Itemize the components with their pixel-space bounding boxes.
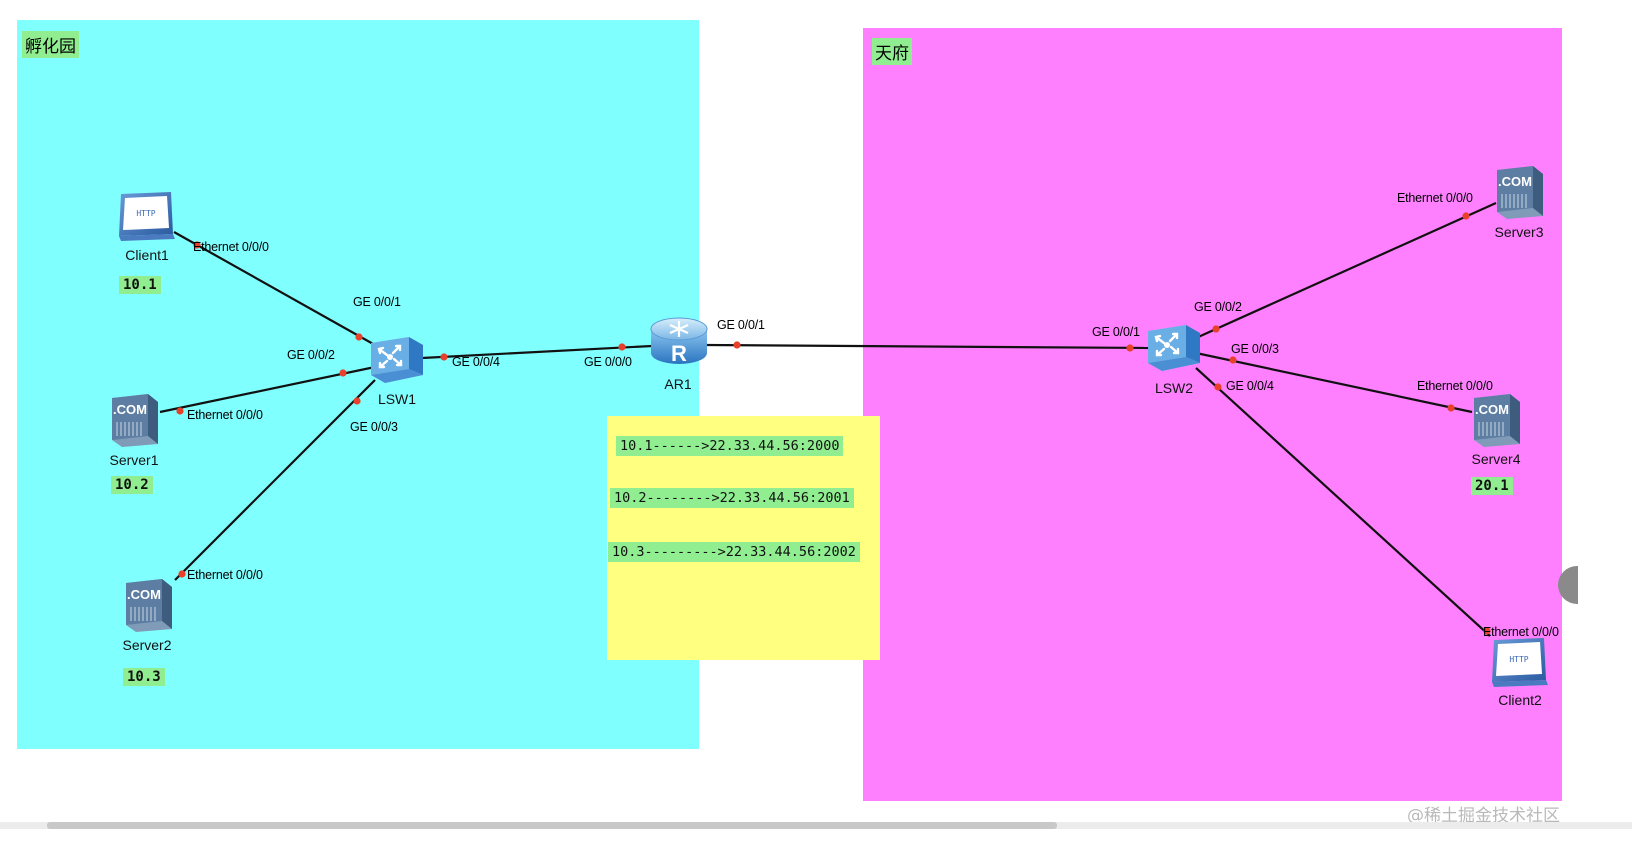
com-server-icon: .COM (1497, 166, 1543, 219)
ip-label-server2: 10.3 (123, 668, 165, 686)
device-label-client2: Client2 (1498, 692, 1542, 708)
device-label-ar1: AR1 (664, 376, 692, 392)
device-lsw2[interactable] (1146, 321, 1202, 373)
nat-mapping-1: 10.1------>22.33.44.56:2000 (616, 436, 844, 456)
port-label-ar1-ge0: GE 0/0/0 (584, 355, 632, 369)
link-server1-lsw1[interactable] (159, 365, 376, 414)
device-label-lsw1: LSW1 (377, 391, 417, 407)
device-lsw1[interactable] (369, 333, 425, 385)
device-server2[interactable]: .COM (122, 577, 176, 633)
port-label-client2-eth: Ethernet 0/0/0 (1483, 625, 1559, 639)
nat-mapping-2: 10.2-------->22.33.44.56:2001 (610, 488, 854, 508)
port-dot (618, 343, 626, 351)
link-lsw2-server4[interactable] (1195, 351, 1473, 414)
port-dot (176, 407, 184, 415)
port-label-server1-eth: Ethernet 0/0/0 (187, 408, 263, 422)
port-label-lsw1-ge4: GE 0/0/4 (452, 355, 500, 369)
zone-tianfu (863, 28, 1562, 801)
device-server4[interactable]: .COM (1470, 392, 1524, 448)
device-ar1[interactable]: R (648, 313, 710, 369)
com-server-icon: .COM (112, 394, 158, 447)
http-client-icon: HTTP (119, 192, 175, 241)
port-label-lsw2-ge4: GE 0/0/4 (1226, 379, 1274, 393)
device-label-lsw2: LSW2 (1154, 380, 1194, 396)
switch-icon (371, 337, 423, 383)
zone-label-tianfu: 天府 (872, 38, 912, 65)
svg-text:.COM: .COM (1475, 402, 1509, 417)
device-label-server4: Server4 (1471, 451, 1521, 467)
port-dot (1126, 344, 1134, 352)
device-label-server2: Server2 (122, 637, 172, 653)
com-server-icon: .COM (1474, 394, 1520, 447)
watermark: @稀土掘金技术社区 (1407, 806, 1560, 826)
port-dot (733, 341, 741, 349)
port-dot (1462, 212, 1470, 220)
ip-label-client1: 10.1 (119, 276, 161, 294)
nat-mapping-3: 10.3--------->22.33.44.56:2002 (608, 542, 860, 562)
svg-text:R: R (671, 341, 687, 366)
link-lsw2-client2[interactable] (1195, 367, 1491, 637)
port-label-lsw2-ge3: GE 0/0/3 (1231, 342, 1279, 356)
port-dot (1214, 383, 1222, 391)
port-dot (355, 333, 363, 341)
device-client1[interactable]: HTTP (115, 190, 177, 242)
svg-text:.COM: .COM (1498, 174, 1532, 189)
port-dots (176, 212, 1491, 635)
port-dot (193, 241, 201, 249)
port-label-server2-eth: Ethernet 0/0/0 (187, 568, 263, 582)
svg-text:.COM: .COM (127, 587, 161, 602)
com-server-icon: .COM (126, 579, 172, 632)
svg-text:HTTP: HTTP (136, 209, 155, 218)
device-server1[interactable]: .COM (108, 392, 162, 448)
nat-note (607, 416, 880, 660)
port-dot (178, 570, 186, 578)
port-label-lsw1-ge2: GE 0/0/2 (287, 348, 335, 362)
horizontal-scrollbar[interactable] (0, 822, 1632, 829)
link-lines (159, 201, 1497, 637)
port-label-lsw2-ge2: GE 0/0/2 (1194, 300, 1242, 314)
device-label-server1: Server1 (109, 452, 159, 468)
scrollbar-thumb[interactable] (47, 822, 1057, 829)
router-icon: R (650, 317, 708, 366)
link-client1-lsw1[interactable] (173, 231, 376, 346)
device-label-client1: Client1 (125, 247, 169, 263)
device-client2[interactable]: HTTP (1488, 636, 1550, 688)
link-lsw1-ar1[interactable] (421, 344, 653, 360)
device-server3[interactable]: .COM (1493, 164, 1547, 220)
port-dot (1212, 325, 1220, 333)
http-client-icon: HTTP (1492, 638, 1548, 687)
device-label-server3: Server3 (1494, 224, 1544, 240)
svg-text:HTTP: HTTP (1509, 655, 1528, 664)
zone-label-fuhuayuan: 孵化园 (22, 31, 79, 58)
svg-text:.COM: .COM (113, 402, 147, 417)
ip-label-server1: 10.2 (111, 476, 153, 494)
port-label-ar1-ge1: GE 0/0/1 (717, 318, 765, 332)
port-label-lsw2-ge1: GE 0/0/1 (1092, 325, 1140, 339)
port-label-lsw1-ge3: GE 0/0/3 (350, 420, 398, 434)
port-label-client1-eth: Ethernet 0/0/0 (193, 240, 269, 254)
port-label-server3-eth: Ethernet 0/0/0 (1397, 191, 1473, 205)
ip-label-server4: 20.1 (1471, 477, 1513, 495)
link-lsw2-server3[interactable] (1195, 201, 1497, 340)
port-label-lsw1-ge1: GE 0/0/1 (353, 295, 401, 309)
port-dot (440, 353, 448, 361)
port-label-server4-eth: Ethernet 0/0/0 (1417, 379, 1493, 393)
scroll-edge-handle[interactable] (1558, 566, 1578, 604)
port-dot (339, 369, 347, 377)
port-dot (1483, 627, 1491, 635)
port-dot (1229, 356, 1237, 364)
link-server2-lsw1[interactable] (174, 379, 376, 581)
port-dot (1447, 404, 1455, 412)
link-ar1-lsw2[interactable] (705, 343, 1151, 350)
port-dot (353, 397, 361, 405)
switch-icon (1148, 325, 1200, 371)
